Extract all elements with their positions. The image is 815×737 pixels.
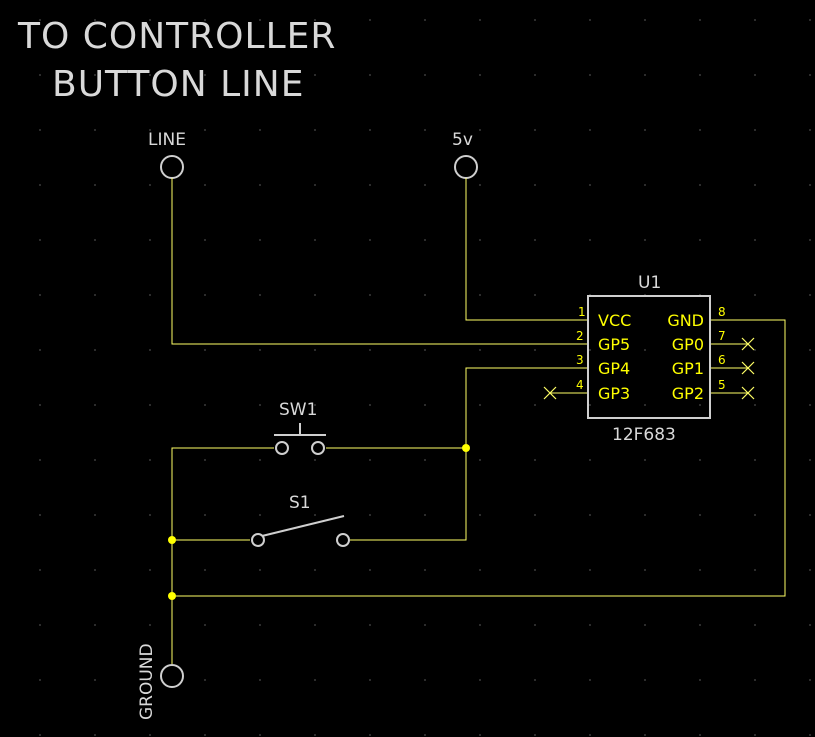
junction-dot [168, 592, 176, 600]
no-connect-pin-7-icon [741, 337, 755, 351]
wire-gnd-return [172, 319, 786, 597]
sw1-pushbutton-icon [274, 423, 326, 455]
ic-pin-5-name: GP2 [672, 384, 704, 403]
ic-pin-1-number: 1 [578, 305, 586, 319]
title-line-1: TO CONTROLLER [17, 16, 336, 57]
connector-ground-label: GROUND [137, 643, 157, 720]
ic-pin-5-number: 5 [718, 378, 726, 392]
ic-value-label: 12F683 [612, 425, 676, 445]
wire-line-gp5 [171, 178, 586, 345]
no-connect-pin-4-icon [543, 386, 557, 400]
title-line-2: BUTTON LINE [52, 64, 304, 105]
s1-switch-icon [251, 515, 350, 547]
ic-pin-8-number: 8 [718, 305, 726, 319]
ic-pin-7-number: 7 [718, 329, 726, 343]
ic-pin-6-number: 6 [718, 353, 726, 367]
wire-5v-vcc [465, 178, 586, 321]
sw1-label: SW1 [279, 400, 317, 420]
ic-pin-3-name: GP4 [598, 359, 630, 378]
ic-pin-7-name: GP0 [672, 335, 704, 354]
ic-pin-6-name: GP1 [672, 359, 704, 378]
wire-ground-bus [171, 447, 274, 664]
junction-dot [462, 444, 470, 452]
wire-gp4-s1 [350, 367, 586, 541]
ic-pin-4-number: 4 [576, 378, 584, 392]
connector-line-label: LINE [148, 130, 186, 150]
connector-ground-terminal [160, 664, 184, 688]
no-connect-pin-6-icon [741, 361, 755, 375]
connector-line-terminal [160, 155, 184, 179]
ic-pin-1-name: VCC [598, 311, 631, 330]
ic-pin-2-number: 2 [576, 329, 584, 343]
ic-pin-3-number: 3 [576, 353, 584, 367]
connector-5v-terminal [454, 155, 478, 179]
s1-label: S1 [289, 493, 311, 513]
grid-dots [39, 19, 811, 736]
no-connect-pin-5-icon [741, 386, 755, 400]
ic-pin-2-name: GP5 [598, 335, 630, 354]
ic-pin-4-name: GP3 [598, 384, 630, 403]
junction-dot [168, 536, 176, 544]
ic-ref-label: U1 [638, 273, 661, 293]
connector-5v-label: 5v [452, 130, 473, 150]
ic-body [587, 295, 711, 419]
ic-pin-8-name: GND [667, 311, 704, 330]
